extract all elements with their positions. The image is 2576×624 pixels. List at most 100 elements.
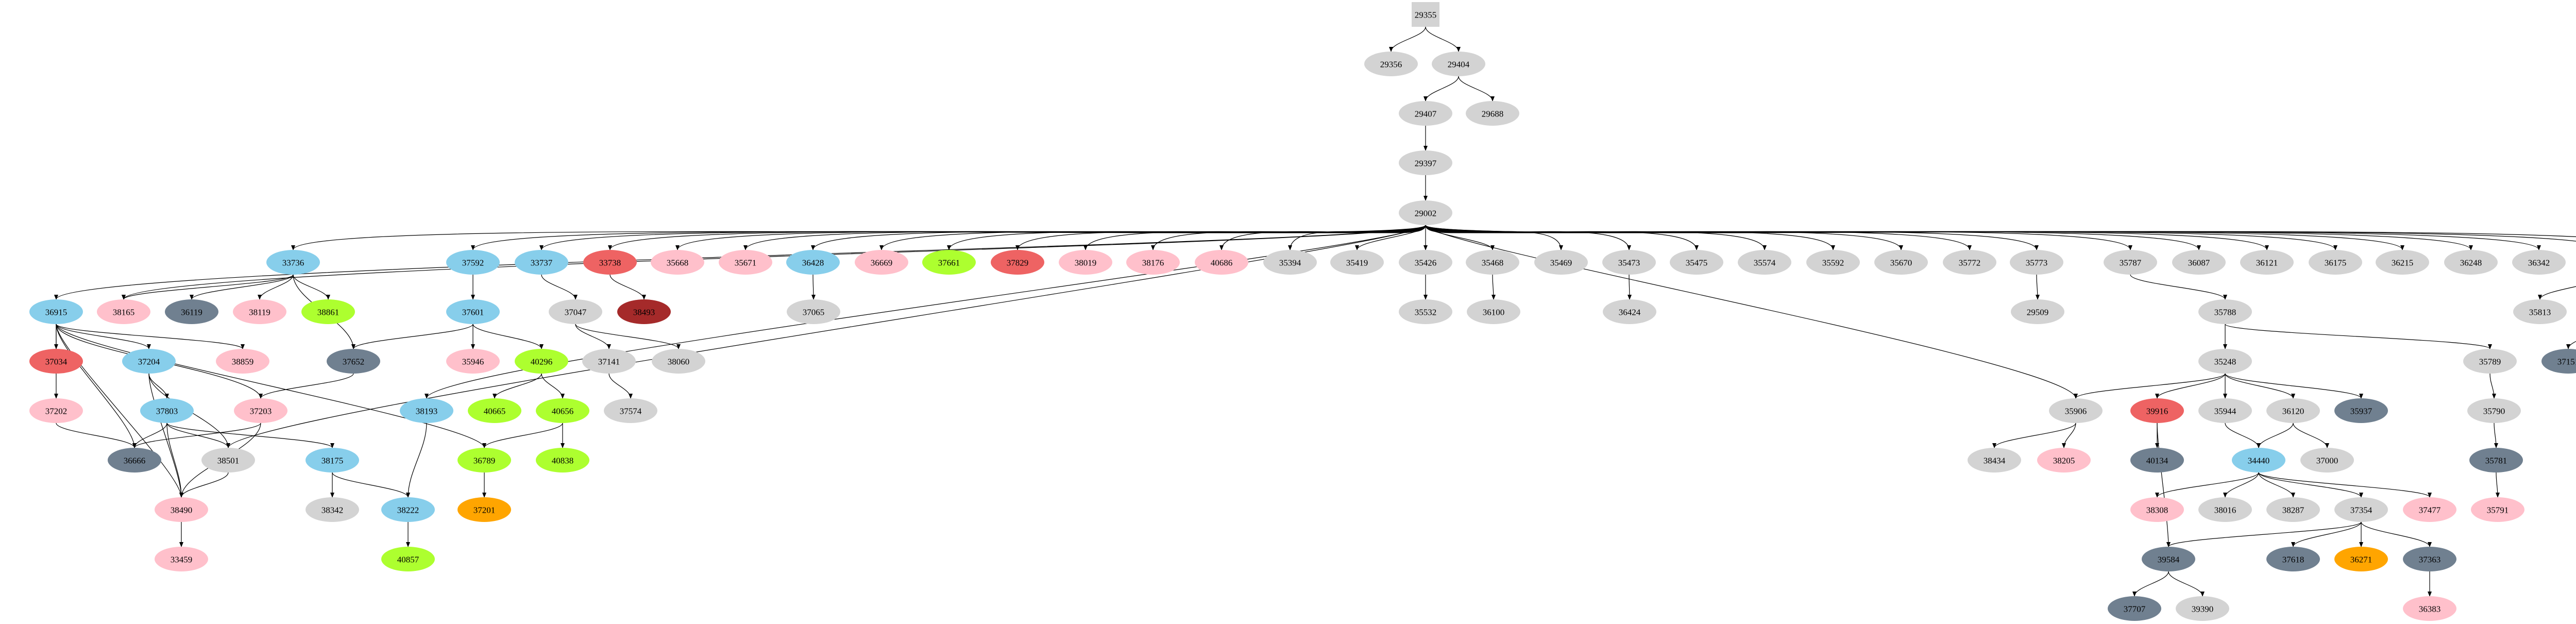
graph-node[interactable]: 38165 bbox=[97, 299, 150, 324]
graph-node[interactable]: 35475 bbox=[1670, 250, 1723, 275]
graph-node[interactable]: 35790 bbox=[2467, 398, 2521, 423]
graph-node[interactable]: 37000 bbox=[2300, 448, 2354, 473]
graph-node[interactable]: 38019 bbox=[1059, 250, 1112, 275]
graph-node[interactable]: 33459 bbox=[155, 547, 208, 571]
graph-node[interactable]: 37034 bbox=[29, 349, 83, 374]
graph-node[interactable]: 38308 bbox=[2130, 497, 2184, 522]
graph-node[interactable]: 29509 bbox=[2011, 299, 2064, 324]
graph-node[interactable]: 35791 bbox=[2471, 497, 2524, 522]
graph-node[interactable]: 36915 bbox=[29, 299, 83, 324]
graph-node[interactable]: 40686 bbox=[1195, 250, 1248, 275]
graph-node[interactable]: 35789 bbox=[2463, 349, 2517, 374]
graph-node[interactable]: 37652 bbox=[327, 349, 380, 374]
graph-node[interactable]: 29688 bbox=[1466, 101, 1519, 126]
graph-node[interactable]: 35946 bbox=[446, 349, 500, 374]
graph-node[interactable]: 37047 bbox=[549, 299, 602, 324]
graph-node[interactable]: 35670 bbox=[1874, 250, 1928, 275]
graph-node[interactable]: 36120 bbox=[2266, 398, 2320, 423]
graph-node[interactable]: 36428 bbox=[786, 250, 840, 275]
graph-node[interactable]: 29356 bbox=[1364, 52, 1418, 76]
graph-node[interactable]: 38434 bbox=[1968, 448, 2021, 473]
graph-node[interactable]: 36271 bbox=[2334, 547, 2388, 571]
graph-node[interactable]: 35469 bbox=[1534, 250, 1588, 275]
graph-node[interactable]: 29397 bbox=[1399, 150, 1452, 175]
graph-node[interactable]: 37151 bbox=[2541, 349, 2576, 374]
graph-node[interactable]: 38205 bbox=[2037, 448, 2091, 473]
graph-node[interactable]: 36175 bbox=[2309, 250, 2362, 275]
graph-node[interactable]: 38176 bbox=[1126, 250, 1180, 275]
graph-node[interactable]: 29404 bbox=[1432, 52, 1485, 76]
graph-node[interactable]: 35473 bbox=[1602, 250, 1656, 275]
graph-node[interactable]: 35813 bbox=[2513, 299, 2567, 324]
graph-node[interactable]: 38859 bbox=[216, 349, 269, 374]
graph-node[interactable]: 36119 bbox=[165, 299, 218, 324]
graph-node[interactable]: 35944 bbox=[2198, 398, 2252, 423]
graph-node[interactable]: 36424 bbox=[1603, 299, 1656, 324]
graph-node[interactable]: 38501 bbox=[201, 448, 255, 473]
graph-node[interactable]: 36383 bbox=[2403, 596, 2456, 621]
graph-node[interactable]: 40656 bbox=[536, 398, 589, 423]
graph-node[interactable]: 37363 bbox=[2403, 547, 2456, 571]
graph-node[interactable]: 35787 bbox=[2104, 250, 2157, 275]
graph-node[interactable]: 38119 bbox=[233, 299, 286, 324]
graph-node[interactable]: 37592 bbox=[446, 250, 500, 275]
graph-node[interactable]: 40838 bbox=[536, 448, 589, 473]
graph-node[interactable]: 37204 bbox=[122, 349, 176, 374]
graph-node[interactable]: 37574 bbox=[604, 398, 657, 423]
graph-node[interactable]: 36100 bbox=[1467, 299, 1520, 324]
graph-node[interactable]: 35394 bbox=[1263, 250, 1317, 275]
graph-node[interactable]: 38342 bbox=[306, 497, 359, 522]
graph-node[interactable]: 35574 bbox=[1738, 250, 1791, 275]
graph-node[interactable]: 36087 bbox=[2172, 250, 2226, 275]
graph-node[interactable]: 35773 bbox=[2010, 250, 2063, 275]
graph-node[interactable]: 29002 bbox=[1399, 200, 1452, 225]
graph-node[interactable]: 35426 bbox=[1399, 250, 1452, 275]
graph-node[interactable]: 36669 bbox=[855, 250, 908, 275]
graph-node[interactable]: 35532 bbox=[1399, 299, 1452, 324]
graph-node[interactable]: 38861 bbox=[301, 299, 355, 324]
graph-node[interactable]: 39584 bbox=[2142, 547, 2195, 571]
graph-node[interactable]: 37203 bbox=[234, 398, 287, 423]
graph-node[interactable]: 38490 bbox=[155, 497, 208, 522]
graph-node[interactable]: 34440 bbox=[2232, 448, 2285, 473]
graph-node[interactable]: 35671 bbox=[719, 250, 772, 275]
graph-node[interactable]: 37201 bbox=[457, 497, 511, 522]
graph-node[interactable]: 35772 bbox=[1943, 250, 1996, 275]
graph-node[interactable]: 40296 bbox=[515, 349, 568, 374]
graph-node[interactable]: 38175 bbox=[306, 448, 359, 473]
graph-node[interactable]: 37202 bbox=[29, 398, 83, 423]
graph-node[interactable]: 38287 bbox=[2266, 497, 2320, 522]
graph-node[interactable]: 37803 bbox=[140, 398, 194, 423]
graph-node[interactable]: 35937 bbox=[2334, 398, 2388, 423]
graph-node[interactable]: 38016 bbox=[2198, 497, 2252, 522]
graph-node[interactable]: 35781 bbox=[2469, 448, 2523, 473]
graph-node[interactable]: 38193 bbox=[400, 398, 453, 423]
graph-node[interactable]: 35906 bbox=[2049, 398, 2103, 423]
graph-node[interactable]: 36121 bbox=[2240, 250, 2294, 275]
graph-node[interactable]: 36215 bbox=[2376, 250, 2429, 275]
graph-node[interactable]: 29407 bbox=[1399, 101, 1452, 126]
graph-node[interactable]: 33736 bbox=[266, 250, 320, 275]
graph-node[interactable]: 37354 bbox=[2334, 497, 2388, 522]
graph-node[interactable]: 36248 bbox=[2444, 250, 2498, 275]
graph-node[interactable]: 29355 bbox=[1412, 2, 1439, 27]
graph-node[interactable]: 38493 bbox=[617, 299, 671, 324]
graph-node[interactable]: 38060 bbox=[652, 349, 705, 374]
graph-node[interactable]: 40665 bbox=[468, 398, 521, 423]
graph-node[interactable]: 33738 bbox=[583, 250, 637, 275]
graph-node[interactable]: 40857 bbox=[381, 547, 435, 571]
graph-node[interactable]: 37829 bbox=[991, 250, 1044, 275]
graph-node[interactable]: 35592 bbox=[1806, 250, 1860, 275]
graph-node[interactable]: 37141 bbox=[582, 349, 636, 374]
graph-node[interactable]: 37065 bbox=[787, 299, 840, 324]
graph-node[interactable]: 35248 bbox=[2198, 349, 2252, 374]
graph-node[interactable]: 39390 bbox=[2176, 596, 2229, 621]
graph-node[interactable]: 33737 bbox=[515, 250, 568, 275]
graph-node[interactable]: 40134 bbox=[2130, 448, 2184, 473]
graph-node[interactable]: 36789 bbox=[457, 448, 511, 473]
graph-node[interactable]: 35788 bbox=[2198, 299, 2252, 324]
graph-node[interactable]: 35419 bbox=[1330, 250, 1384, 275]
graph-node[interactable]: 37618 bbox=[2266, 547, 2320, 571]
graph-node[interactable]: 35668 bbox=[651, 250, 704, 275]
graph-node[interactable]: 39916 bbox=[2130, 398, 2184, 423]
